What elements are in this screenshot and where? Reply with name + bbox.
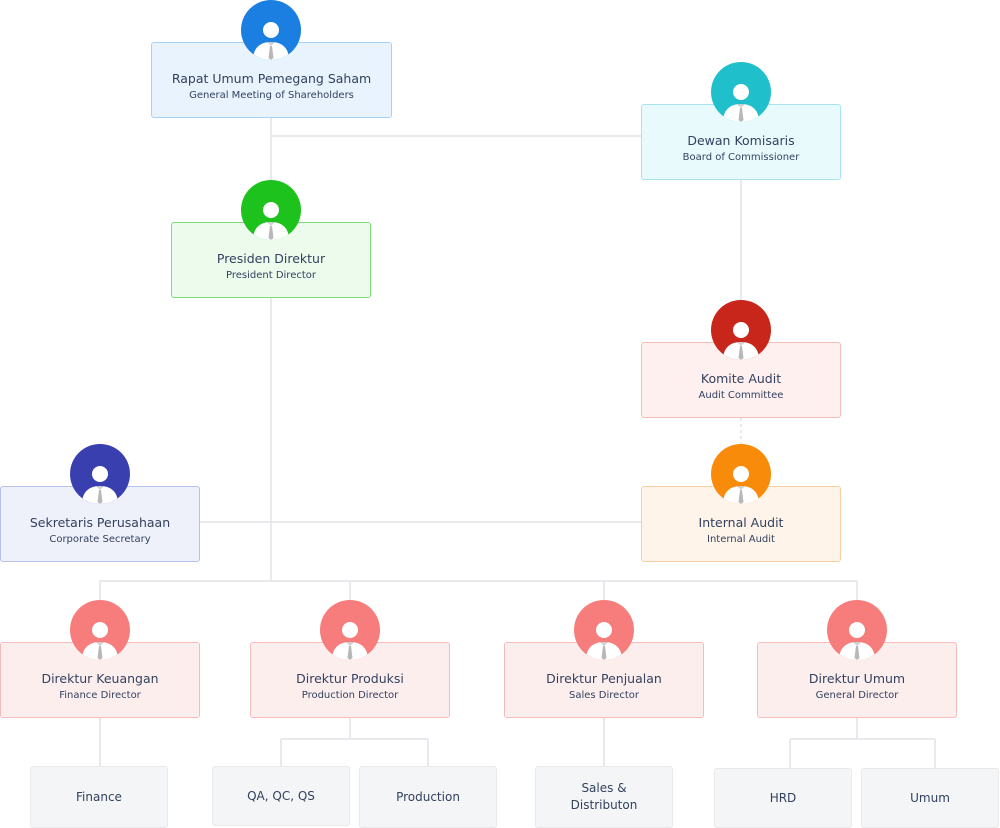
dept-label: Finance: [76, 789, 122, 804]
node-title: Direktur Produksi: [296, 671, 404, 686]
node-subtitle: Corporate Secretary: [49, 534, 151, 545]
node-subtitle: General Meeting of Shareholders: [189, 90, 354, 101]
dept-production: Production: [359, 766, 497, 828]
dept-label: Production: [396, 789, 460, 804]
person-icon: [711, 444, 771, 504]
node-subtitle: General Director: [815, 690, 899, 701]
person-icon: [320, 600, 380, 660]
dept-label: HRD: [769, 790, 797, 805]
node-title: Presiden Direktur: [216, 251, 326, 266]
node-audit-committee: Komite Audit Audit Committee: [641, 342, 841, 418]
node-title: Komite Audit: [700, 371, 782, 386]
person-icon: [241, 180, 301, 240]
node-title: Internal Audit: [698, 515, 784, 530]
dept-hrd: HRD: [714, 768, 852, 828]
node-president: Presiden Direktur President Director: [171, 222, 371, 298]
node-title: Rapat Umum Pemegang Saham: [171, 71, 372, 86]
node-subtitle: Production Director: [301, 690, 399, 701]
node-subtitle: Sales Director: [569, 690, 639, 701]
dept-umum: Umum: [861, 768, 999, 828]
node-title: Direktur Umum: [808, 671, 906, 686]
node-title: Direktur Keuangan: [41, 671, 159, 686]
dept-label: Umum: [910, 790, 950, 805]
node-subtitle: Board of Commissioner: [682, 152, 800, 163]
dept-label-line2: Distributon: [570, 798, 638, 812]
dept-qa-qc-qs: QA, QC, QS: [212, 766, 350, 826]
node-title: Dewan Komisaris: [687, 133, 795, 148]
person-icon: [70, 444, 130, 504]
node-subtitle: Internal Audit: [707, 534, 775, 545]
person-icon: [241, 0, 301, 60]
person-icon: [711, 62, 771, 122]
person-icon: [574, 600, 634, 660]
node-title: Sekretaris Perusahaan: [29, 515, 171, 530]
node-subtitle: President Director: [226, 270, 316, 281]
node-secretary: Sekretaris Perusahaan Corporate Secretar…: [0, 486, 200, 562]
node-production-director: Direktur Produksi Production Director: [250, 642, 450, 718]
node-commissioner: Dewan Komisaris Board of Commissioner: [641, 104, 841, 180]
dept-sales-distribution: Sales & Distributon: [535, 766, 673, 828]
person-icon: [711, 300, 771, 360]
dept-label: QA, QC, QS: [247, 788, 315, 803]
node-subtitle: Finance Director: [59, 690, 141, 701]
node-subtitle: Audit Committee: [698, 390, 784, 401]
dept-label-line1: Sales &: [581, 781, 627, 795]
node-title: Direktur Penjualan: [546, 671, 662, 686]
dept-finance: Finance: [30, 766, 168, 828]
person-icon: [70, 600, 130, 660]
person-icon: [827, 600, 887, 660]
